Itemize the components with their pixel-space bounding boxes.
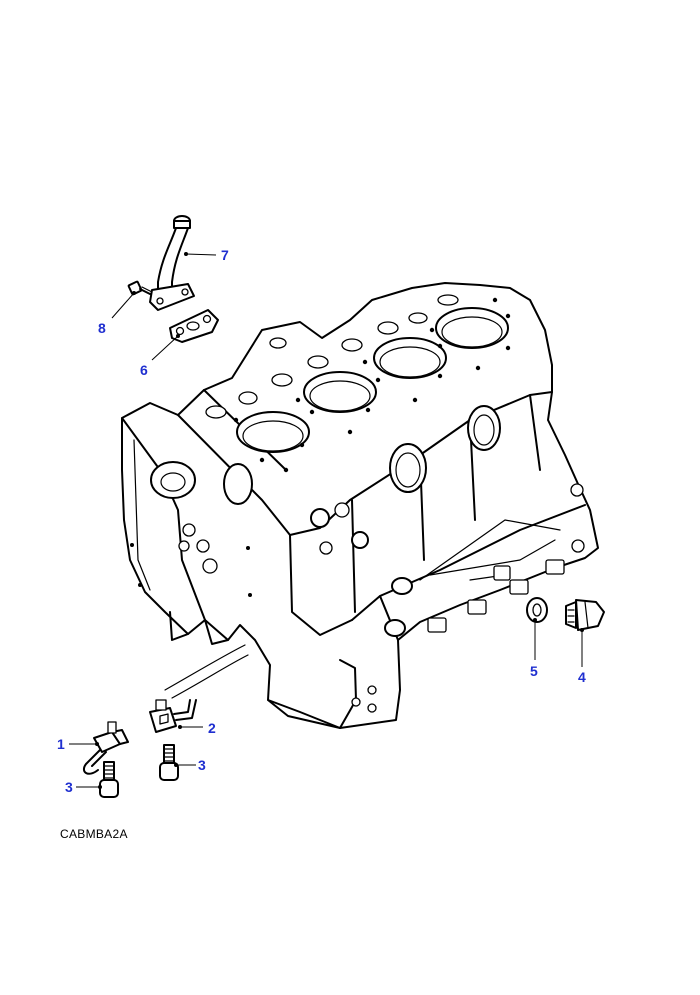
- part-2-bracket: [149, 699, 197, 733]
- cylinder-block: [121, 282, 599, 729]
- callout-4: 4: [578, 669, 586, 685]
- part-7-pipe: [149, 215, 195, 311]
- part-6-gasket: [169, 309, 219, 343]
- part-8-bolt: [127, 280, 153, 296]
- callout-2: 2: [208, 720, 216, 736]
- callout-7: 7: [221, 247, 229, 263]
- callout-8: 8: [98, 320, 106, 336]
- part-3-bolt-left: [99, 761, 119, 798]
- leader-lines: [69, 252, 584, 789]
- callout-5: 5: [530, 663, 538, 679]
- callout-3-right: 3: [198, 757, 206, 773]
- part-3-bolt-right: [159, 744, 179, 781]
- reference-code: CABMBA2A: [60, 827, 128, 841]
- callout-6: 6: [140, 362, 148, 378]
- deck-bolt-holes: [233, 297, 511, 473]
- part-5-washer: [526, 597, 548, 623]
- part-1-jet: [82, 721, 129, 775]
- callout-3-left: 3: [65, 779, 73, 795]
- part-4-plug: [565, 599, 605, 631]
- callout-1: 1: [57, 736, 65, 752]
